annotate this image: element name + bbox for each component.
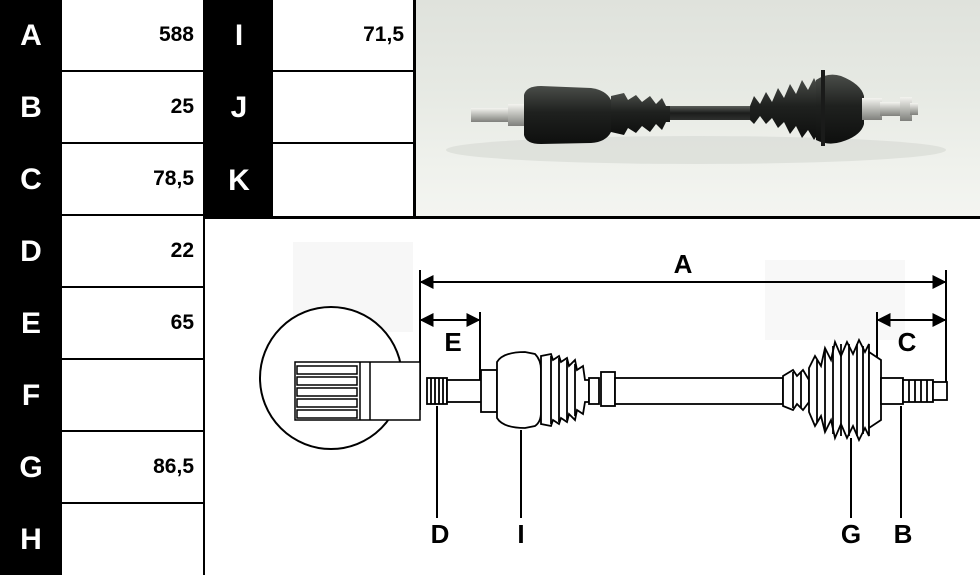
label-h-text: H <box>20 522 42 556</box>
label-f-text: F <box>21 379 41 412</box>
value-d-text: 22 <box>170 239 194 262</box>
value-e-text: 65 <box>170 311 194 334</box>
label-j: J <box>205 72 273 144</box>
label-h: H <box>0 504 62 575</box>
value-i-text: 71,5 <box>363 23 404 46</box>
label-b: B <box>0 72 62 144</box>
label-e: E <box>0 288 62 360</box>
label-a: A <box>0 0 62 72</box>
label-i-text: I <box>234 19 244 52</box>
divider-photo-left <box>414 0 416 218</box>
value-c-text: 78,5 <box>153 167 194 190</box>
label-g-text: G <box>19 451 43 484</box>
value-i: 71,5 <box>273 0 415 72</box>
dim-a-label: A <box>674 249 693 279</box>
value-h <box>62 504 205 575</box>
callout-b-label: B <box>894 519 913 549</box>
drive-shaft-diagram: A E C <box>205 220 980 575</box>
label-e-text: E <box>20 307 41 340</box>
shaft-outline <box>426 337 948 443</box>
divider-photo-bottom <box>205 216 980 219</box>
value-e: 65 <box>62 288 205 360</box>
callout-d-label: D <box>431 519 450 549</box>
label-b-text: B <box>20 91 42 124</box>
value-g: 86,5 <box>62 432 205 504</box>
value-g-text: 86,5 <box>153 455 194 478</box>
value-b-text: 25 <box>170 95 194 118</box>
label-c-text: C <box>20 163 42 196</box>
value-b: 25 <box>62 72 205 144</box>
label-d-text: D <box>20 235 42 268</box>
label-a-text: A <box>20 19 42 52</box>
label-c: C <box>0 144 62 216</box>
value-k <box>273 144 415 218</box>
value-c: 78,5 <box>62 144 205 216</box>
label-g: G <box>0 432 62 504</box>
label-k-text: K <box>228 164 250 197</box>
label-f: F <box>0 360 62 432</box>
callout-i-label: I <box>517 519 524 549</box>
spline-detail-magnifier <box>259 306 421 450</box>
drive-shaft-photo-illustration <box>446 70 946 164</box>
value-a: 588 <box>62 0 205 72</box>
label-j-text: J <box>230 91 248 124</box>
product-photo <box>416 0 980 216</box>
value-d: 22 <box>62 216 205 288</box>
diagram-canvas: A E C <box>259 242 948 549</box>
callout-g-label: G <box>841 519 861 549</box>
value-f <box>62 360 205 432</box>
dim-c-label: C <box>898 327 917 357</box>
label-k: K <box>205 144 273 218</box>
value-j <box>273 72 415 144</box>
value-a-text: 588 <box>158 23 194 46</box>
label-i: I <box>205 0 273 72</box>
divider-diagram-left <box>203 216 205 575</box>
dim-e-label: E <box>444 327 461 357</box>
label-d: D <box>0 216 62 288</box>
